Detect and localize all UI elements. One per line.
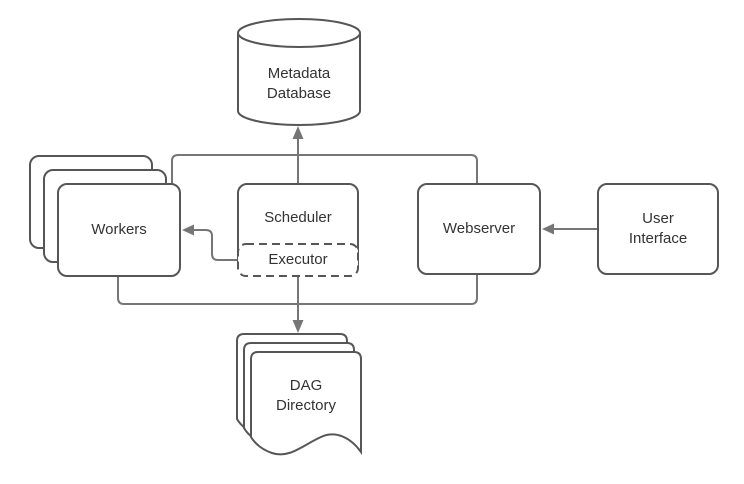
user-interface-shape <box>597 183 719 275</box>
workers-stack-shape <box>29 155 181 277</box>
node-shape-layer <box>29 18 719 456</box>
arrowhead-to-dag-directory <box>292 320 304 333</box>
connector-layer <box>117 139 597 320</box>
cylinder-top <box>237 18 361 48</box>
executor-shape <box>237 243 359 277</box>
dag-directory-stack-shape <box>236 333 362 456</box>
connector-top-bus <box>171 154 478 185</box>
connector-executor-to-workers <box>193 229 239 261</box>
cylinder-body <box>237 33 361 126</box>
dag-front-document <box>250 351 362 456</box>
arrowhead-layer <box>182 126 554 333</box>
webserver-shape <box>417 183 541 275</box>
arrowhead-to-workers <box>182 224 194 236</box>
workers-front-card <box>57 183 181 277</box>
arrowhead-to-webserver <box>542 223 554 235</box>
metadata-database-shape <box>237 18 361 126</box>
arrowhead-to-database <box>292 126 304 139</box>
